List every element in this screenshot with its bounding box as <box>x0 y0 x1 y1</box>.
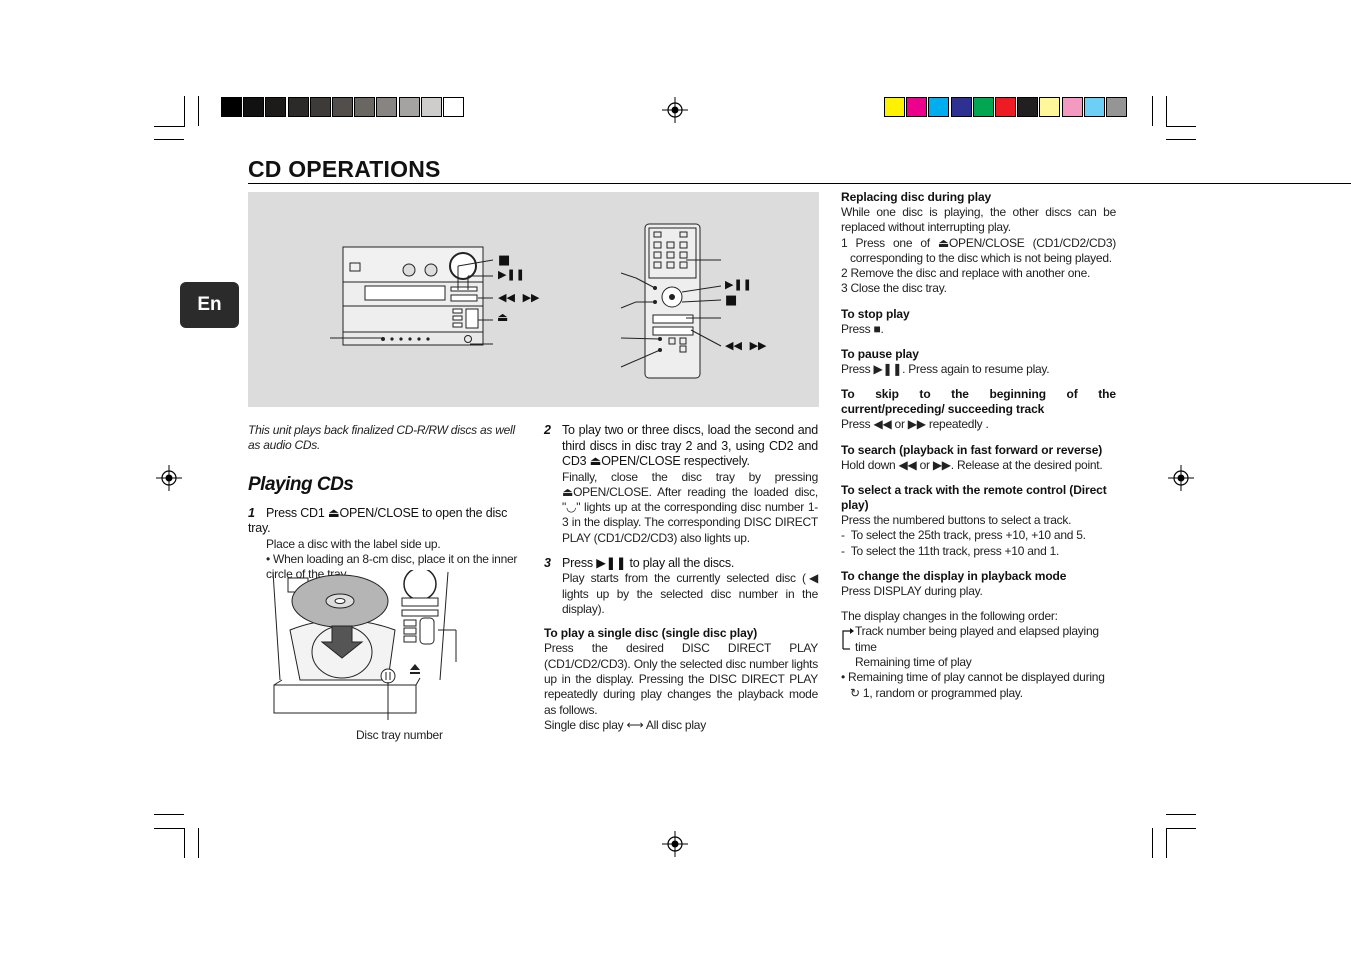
left-column: This unit plays back finalized CD-R/RW d… <box>248 423 524 582</box>
color-swatch <box>972 97 994 117</box>
gray-swatch <box>287 97 309 117</box>
crop-mark-tl-h2 <box>154 139 184 140</box>
intro-text: This unit plays back finalized CD-R/RW d… <box>248 423 515 453</box>
color-swatch <box>995 97 1016 117</box>
crop-mark-bl-v <box>184 828 185 858</box>
step-2-text: To play two or three discs, load the sec… <box>562 423 818 468</box>
direct-play-example-1: - To select the 25th track, press +10, +… <box>841 528 1086 543</box>
color-swatch <box>1039 97 1061 117</box>
gray-swatch <box>265 97 287 117</box>
stop-heading: To stop play <box>841 306 910 321</box>
display-order-2: Remaining time of play <box>855 655 972 670</box>
replace-step-2: 2 Remove the disc and replace with anoth… <box>841 266 1091 281</box>
pause-body: Press ▶❚❚. Press again to resume play. <box>841 362 1050 377</box>
unit-label-play-pause: ▶❚❚ <box>498 268 525 281</box>
unit-label-eject: ⏏ <box>497 310 509 324</box>
section-title: Playing CDs <box>248 473 354 495</box>
step-1-sub-1: Place a disc with the label side up. <box>266 536 441 551</box>
unit-label-stop: ■ <box>498 253 511 268</box>
gray-swatch <box>221 97 242 117</box>
page-title: CD OPERATIONS <box>248 156 441 182</box>
gray-swatch <box>398 97 420 117</box>
crop-mark-tl-v <box>184 96 185 127</box>
registration-target-bottom <box>662 831 688 857</box>
language-tab: En <box>180 282 239 328</box>
single-disc-modes: Single disc play ⟷ All disc play <box>544 717 706 732</box>
registration-target-top <box>662 97 688 123</box>
remote-label-play-pause: ▶❚❚ <box>725 278 752 291</box>
display-order-1: Track number being played and elapsed pl… <box>855 624 1099 654</box>
skip-body: Press ◀◀ or ▶▶ repeatedly . <box>841 417 989 432</box>
step-1-number: 1 <box>248 505 255 520</box>
pause-heading: To pause play <box>841 347 919 362</box>
crop-mark-br-v <box>1166 828 1167 858</box>
step-3-text: Press ▶❚❚ to play all the discs. <box>562 555 735 570</box>
right-column: Replacing disc during play While one dis… <box>841 190 1116 701</box>
gray-swatch <box>243 97 265 117</box>
registration-target-right <box>1168 465 1194 491</box>
crop-mark-br-h <box>1166 814 1196 815</box>
crop-mark-br-h2 <box>1166 828 1196 829</box>
crop-mark-bl-h <box>154 814 184 815</box>
remote-label-skip: ◀◀ ▶▶ <box>725 339 767 352</box>
direct-play-heading: To select a track with the remote contro… <box>841 482 1107 512</box>
middle-column: 2 To play two or three discs, load the s… <box>544 423 818 733</box>
color-swatch <box>928 97 950 117</box>
single-disc-heading: To play a single disc (single disc play) <box>544 626 758 641</box>
direct-play-body: Press the numbered buttons to select a t… <box>841 512 1072 527</box>
remote-label-stop: ■ <box>725 293 738 308</box>
step-2-number: 2 <box>544 423 551 437</box>
color-swatch <box>1017 97 1039 117</box>
gray-swatch <box>332 97 353 117</box>
gray-swatch <box>376 97 398 117</box>
direct-play-example-2: - To select the 11th track, press +10 an… <box>841 543 1060 558</box>
disc-tray-illustration <box>272 570 457 720</box>
gray-swatch <box>354 97 376 117</box>
remote-control-illustration <box>620 223 722 379</box>
color-swatch <box>884 97 905 117</box>
replace-step-1: 1 Press one of ⏏OPEN/CLOSE (CD1/CD2/CD3)… <box>841 235 1116 265</box>
single-disc-body: Press the desired DISC DIRECT PLAY (CD1/… <box>544 641 818 717</box>
replace-body: While one disc is playing, the other dis… <box>841 205 1116 235</box>
crop-mark-tr-h <box>1166 126 1196 127</box>
color-swatch <box>906 97 928 117</box>
step-3-sub: Play starts from the currently selected … <box>562 571 818 617</box>
display-note: • Remaining time of play cannot be displ… <box>841 670 1105 700</box>
search-body: Hold down ◀◀ or ▶▶. Release at the desir… <box>841 457 1103 472</box>
crop-mark-tr-v <box>1166 96 1167 127</box>
step-2-sub: Finally, close the disc tray by pressing… <box>562 469 818 545</box>
search-heading: To search (playback in fast forward or r… <box>841 442 1103 457</box>
tray-caption: Disc tray number <box>356 728 443 742</box>
gray-swatch <box>420 97 442 117</box>
stereo-unit-illustration <box>330 246 494 346</box>
loop-arrow-icon <box>842 628 854 651</box>
crop-mark-bl-h2 <box>154 828 184 829</box>
color-swatch <box>950 97 972 117</box>
crop-mark-tr-h2 <box>1166 139 1196 140</box>
stop-body: Press ■. <box>841 321 884 336</box>
replace-step-3: 3 Close the disc tray. <box>841 281 947 296</box>
replace-heading: Replacing disc during play <box>841 190 992 204</box>
display-body: Press DISPLAY during play. <box>841 583 983 598</box>
crop-mark-tr-v2 <box>1152 96 1153 126</box>
color-swatch <box>1061 97 1083 117</box>
skip-heading: To skip to the beginning of the current/… <box>841 387 1116 417</box>
gray-swatch <box>309 97 331 117</box>
step-3-number: 3 <box>544 555 551 570</box>
color-swatch <box>1106 97 1127 117</box>
crop-mark-tl-v2 <box>198 96 199 126</box>
display-order-intro: The display changes in the following ord… <box>841 609 1058 624</box>
registration-target-left <box>156 465 182 491</box>
step-1-text: Press CD1 ⏏OPEN/CLOSE to open the disc t… <box>248 505 508 536</box>
color-swatch <box>1083 97 1105 117</box>
crop-mark-br-v2 <box>1152 828 1153 858</box>
crop-mark-tl-h <box>154 126 184 127</box>
gray-swatch <box>443 97 464 117</box>
unit-label-skip: ◀◀ ▶▶ <box>498 291 540 304</box>
title-rule <box>248 183 1351 184</box>
crop-mark-bl-v2 <box>198 828 199 858</box>
display-heading: To change the display in playback mode <box>841 568 1067 583</box>
